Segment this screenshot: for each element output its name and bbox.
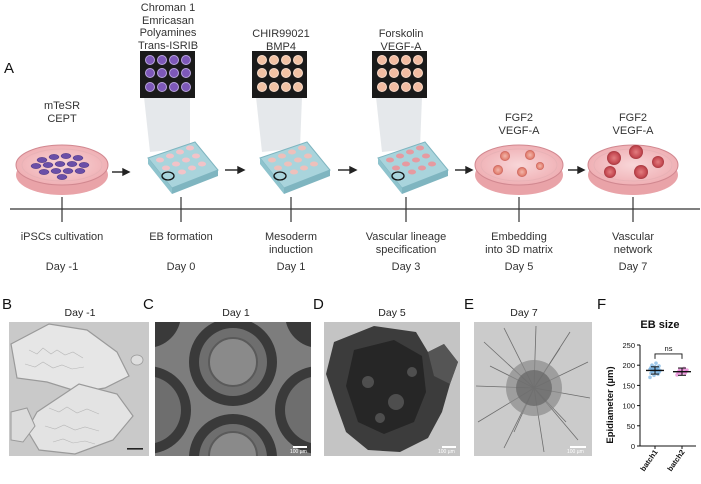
media-line: Emricasan	[142, 14, 194, 27]
stage-day-ipsc: Day -1	[45, 261, 79, 273]
mesoderm-plate-icon	[252, 51, 331, 194]
chart-y-ticks: 0 50 100 150 200 250	[622, 341, 640, 451]
micrograph-day5: 100 µm	[324, 322, 460, 456]
chart-title: EB size	[640, 319, 679, 331]
vascular-network-dish-icon	[587, 144, 679, 195]
media-line: FGF2	[618, 112, 648, 124]
chart-points	[646, 361, 691, 380]
stage-day-eb: Day 0	[166, 261, 196, 273]
stage-label-embedding: Embedding into 3D matrix	[469, 231, 569, 256]
stage-line: Embedding	[491, 231, 547, 243]
media-label-mesoderm: CHIR99021 BMP4	[239, 28, 323, 53]
stage-line: Mesoderm	[265, 231, 317, 243]
micrograph-title-day7: Day 7	[510, 307, 538, 319]
y-tick-label: 250	[622, 341, 635, 350]
stage-line: iPSCs cultivation	[20, 231, 104, 243]
media-line: VEGF-A	[380, 40, 422, 53]
micrograph-day7: 100 µm	[474, 322, 592, 456]
scale-bar-day7	[570, 446, 586, 448]
chart-axes	[639, 345, 696, 447]
media-line: Forskolin	[378, 28, 424, 40]
micrograph-title-day1: Day 1	[222, 307, 250, 319]
x-tick-label: batch2	[665, 448, 686, 473]
timeline-ticks	[61, 197, 634, 222]
panel-label-c: C	[143, 296, 154, 313]
micrograph-day1: 100 µm	[155, 322, 311, 456]
stage-day-vascular-lineage: Day 3	[391, 261, 421, 273]
panel-label-a: A	[4, 60, 15, 77]
scale-label-day1: 100 µm	[290, 449, 307, 455]
vascular-lineage-plate-icon	[372, 51, 449, 194]
stage-line: specification	[375, 243, 437, 256]
stage-line: network	[613, 243, 653, 256]
stage-label-eb: EB formation	[131, 231, 231, 244]
stage-label-vascular-network: Vascular network	[583, 231, 683, 256]
microwell-image	[155, 322, 311, 456]
embedded-eb-image	[324, 322, 460, 456]
y-tick-label: 150	[622, 381, 635, 390]
media-line: FGF2	[504, 112, 534, 124]
vascular-sprout-image	[474, 322, 592, 456]
micrograph-title-day5: Day 5	[378, 307, 406, 319]
media-line: CHIR99021	[252, 28, 310, 40]
colony-image	[9, 322, 149, 456]
chart-y-axis-label: Epidiameter (µm)	[605, 366, 616, 443]
data-point	[654, 361, 658, 365]
media-label-embedding: FGF2 VEGF-A	[479, 112, 559, 137]
panel-label-d: D	[313, 296, 324, 313]
micrograph-day-minus1	[9, 322, 149, 456]
scale-bar-day1	[293, 446, 307, 448]
protocol-schematic	[10, 51, 700, 222]
significance-bracket	[654, 353, 683, 359]
stage-label-ipsc: iPSCs cultivation	[12, 231, 112, 244]
embedding-dish-icon	[474, 144, 564, 195]
data-point	[650, 363, 654, 367]
eb-formation-plate-icon	[140, 51, 219, 194]
panel-label-e: E	[464, 296, 475, 313]
panel-label-f: F	[597, 296, 607, 313]
scale-label-day7: 100 µm	[567, 449, 584, 455]
eb-size-chart: EB size Epidiameter (µm) 0 50 100 150 200 250…	[605, 319, 696, 473]
stage-day-mesoderm: Day 1	[276, 261, 306, 273]
stage-line: EB formation	[149, 231, 213, 243]
media-label-vascular-network: FGF2 VEGF-A	[593, 112, 673, 137]
media-label-eb: Chroman 1 Emricasan Polyamines Trans-ISR…	[126, 2, 210, 52]
media-label-vascular-lineage: Forskolin VEGF-A	[359, 28, 443, 53]
x-tick-label: batch1	[638, 448, 659, 473]
media-label-ipsc: mTeSR CEPT	[22, 100, 102, 125]
stage-line: into 3D matrix	[485, 243, 553, 256]
media-line: mTeSR	[43, 100, 81, 112]
panel-label-b: B	[2, 296, 13, 313]
stage-day-vascular-network: Day 7	[618, 261, 648, 273]
media-line: Trans-ISRIB	[137, 39, 199, 52]
stage-line: Vascular	[612, 231, 654, 243]
scale-label-day5: 100 µm	[438, 449, 455, 455]
chart-significance: ns	[654, 344, 683, 359]
scale-bar-day5	[442, 446, 456, 448]
stage-arrows	[112, 165, 586, 177]
media-line: BMP4	[266, 40, 296, 53]
y-tick-label: 50	[627, 422, 635, 431]
media-line: Polyamines	[139, 27, 197, 39]
stage-line: induction	[268, 243, 314, 256]
stage-label-mesoderm: Mesoderm induction	[241, 231, 341, 256]
stage-label-vascular-lineage: Vascular lineage specification	[351, 231, 461, 256]
micrograph-title-day-minus1: Day -1	[64, 307, 96, 319]
chart-x-labels: batch1 batch2	[638, 446, 687, 473]
media-line: VEGF-A	[498, 124, 540, 137]
ipsc-dish-icon	[15, 144, 109, 195]
media-line: VEGF-A	[612, 124, 654, 137]
y-tick-label: 100	[622, 402, 635, 411]
media-line: Chroman 1	[140, 2, 196, 14]
data-point	[648, 375, 652, 380]
data-point	[685, 368, 689, 372]
y-tick-label: 0	[631, 442, 635, 451]
y-tick-label: 200	[622, 361, 635, 370]
significance-label: ns	[665, 344, 673, 353]
stage-line: Vascular lineage	[365, 231, 447, 243]
stage-day-embedding: Day 5	[504, 261, 534, 273]
media-line: CEPT	[47, 112, 77, 125]
